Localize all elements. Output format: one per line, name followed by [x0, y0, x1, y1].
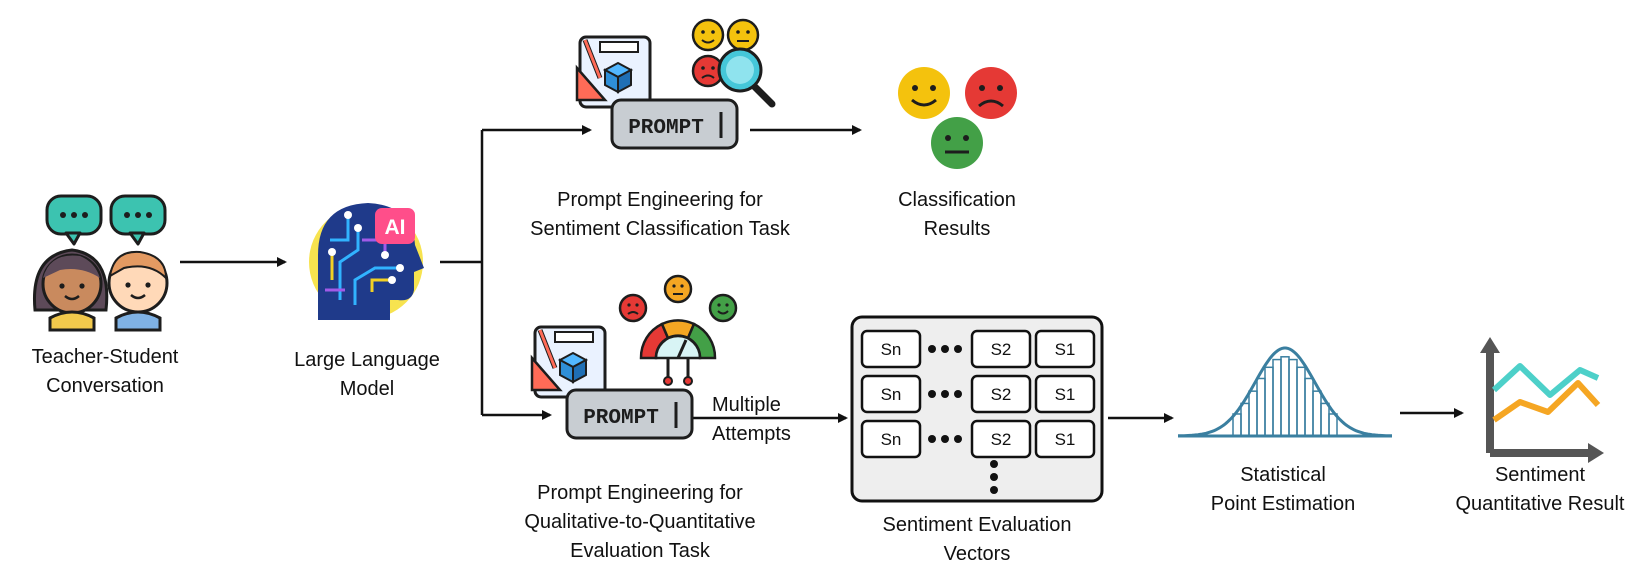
llm-label: Large Language Model — [272, 346, 462, 404]
sad-face-icon — [965, 67, 1017, 119]
matrix-cell-label: S2 — [991, 340, 1012, 359]
ellipsis-dot — [941, 390, 949, 398]
matrix-cell-label: Sn — [881, 385, 902, 404]
matrix-cell-label: S1 — [1055, 430, 1076, 449]
histogram-bar — [1264, 366, 1274, 437]
multiple-attempts-line2: Attempts — [712, 423, 791, 445]
matrix-cell-label: S2 — [991, 385, 1012, 404]
statistical-label-line2: Point Estimation — [1210, 493, 1356, 515]
gauge-emoji-icon — [618, 274, 738, 386]
chart-teal-line — [1491, 363, 1600, 398]
histogram-bar — [1280, 356, 1290, 437]
matrix-cell-label: S1 — [1055, 340, 1076, 359]
prompt-box-top-icon: PROMPT — [610, 98, 739, 150]
matrix-cell — [970, 329, 1032, 369]
ellipsis-dot — [941, 345, 949, 353]
bell-curve-icon — [1178, 346, 1392, 438]
quantitative-label-line1: Sentiment — [1494, 464, 1586, 486]
prompt-engineering-evaluation-icon: PROMPT — [530, 274, 738, 440]
statistical-label-line1: Statistical — [1240, 464, 1326, 486]
ellipsis-dot — [928, 435, 936, 443]
connectors — [180, 125, 1464, 423]
classification-results-line1: Classification — [898, 189, 1016, 211]
quantitative-label: Sentiment Quantitative Result — [1435, 461, 1645, 519]
statistical-label: Statistical Point Estimation — [1188, 461, 1378, 519]
emoji-magnifier-icon — [691, 18, 776, 108]
prompt-evaluation-line3: Evaluation Task — [570, 540, 710, 562]
vectors-label-line2: Vectors — [943, 543, 1011, 565]
vectors-label-line1: Sentiment Evaluation — [882, 514, 1072, 536]
happy-face-icon — [898, 67, 950, 119]
histogram-bar — [1304, 377, 1314, 437]
ellipsis-dot — [954, 390, 962, 398]
matrix-cell-label: S1 — [1055, 385, 1076, 404]
matrix-cell — [970, 419, 1032, 459]
matrix-cell — [860, 419, 922, 459]
prompt-text-top: PROMPT — [628, 117, 704, 140]
speech-bubble-left-icon — [45, 194, 103, 246]
prompt-evaluation-label: Prompt Engineering for Qualitative-to-Qu… — [480, 479, 800, 566]
student-avatar-icon — [107, 250, 169, 332]
histogram-bar — [1248, 390, 1258, 437]
matrix-cell — [1034, 374, 1096, 414]
llm-label-line1: Large Language — [294, 349, 440, 371]
histogram-bar — [1272, 358, 1282, 437]
ellipsis-dot — [928, 345, 936, 353]
blueprint-icon — [575, 35, 652, 109]
teacher-avatar-icon — [32, 248, 109, 332]
prompt-text-bottom: PROMPT — [583, 407, 659, 430]
prompt-evaluation-line2: Qualitative-to-Quantitative — [524, 511, 756, 533]
matrix-cell — [860, 374, 922, 414]
multiple-attempts-line1: Multiple — [712, 394, 781, 416]
teacher-student-icon — [32, 194, 169, 332]
histogram-bar — [1320, 402, 1330, 437]
quantitative-label-line2: Quantitative Result — [1455, 493, 1625, 515]
llm-label-line2: Model — [339, 378, 395, 400]
llm-head-icon: AI — [309, 203, 424, 320]
vectors-label: Sentiment Evaluation Vectors — [857, 511, 1097, 569]
prompt-classification-label: Prompt Engineering for Sentiment Classif… — [500, 186, 820, 244]
histogram-bar — [1256, 377, 1266, 437]
histogram-bar — [1296, 366, 1306, 437]
ellipsis-dot — [954, 345, 962, 353]
matrix-cell — [860, 329, 922, 369]
speech-bubble-right-icon — [109, 194, 167, 246]
line-chart-icon — [1480, 337, 1604, 463]
ai-badge-text: AI — [385, 216, 406, 239]
matrix-cell — [1034, 329, 1096, 369]
multiple-attempts-label: Multiple Attempts — [712, 391, 830, 449]
neutral-face-icon — [931, 117, 983, 169]
histogram-bar — [1288, 358, 1298, 437]
vertical-ellipsis-icon — [990, 460, 998, 494]
matrix-cell-label: Sn — [881, 430, 902, 449]
classification-results-icon — [898, 67, 1017, 169]
prompt-evaluation-line1: Prompt Engineering for — [537, 482, 743, 504]
ai-badge-icon: AI — [375, 208, 415, 244]
histogram-bars — [1232, 356, 1338, 437]
prompt-box-bottom-icon: PROMPT — [565, 388, 694, 440]
matrix-cell — [1034, 419, 1096, 459]
matrix-cell-label: S2 — [991, 430, 1012, 449]
histogram-bar — [1240, 402, 1250, 437]
matrix-cell-label: Sn — [881, 340, 902, 359]
matrix-cell — [970, 374, 1032, 414]
chart-orange-line — [1492, 380, 1601, 423]
ellipsis-dot — [954, 435, 962, 443]
conversation-label-line2: Conversation — [46, 375, 164, 397]
ellipsis-dot — [941, 435, 949, 443]
histogram-bar — [1312, 390, 1322, 437]
prompt-classification-line2: Sentiment Classification Task — [530, 218, 790, 240]
conversation-label-line1: Teacher-Student — [31, 346, 179, 368]
prompt-engineering-classification-icon: PROMPT — [575, 18, 776, 150]
bell-curve-line — [1178, 346, 1392, 438]
blueprint-bottom-icon — [530, 325, 607, 399]
conversation-label: Teacher-Student Conversation — [10, 343, 200, 401]
prompt-classification-line1: Prompt Engineering for — [557, 189, 763, 211]
classification-results-label: Classification Results — [872, 186, 1042, 244]
ellipsis-dot — [928, 390, 936, 398]
classification-results-line2: Results — [923, 218, 991, 240]
